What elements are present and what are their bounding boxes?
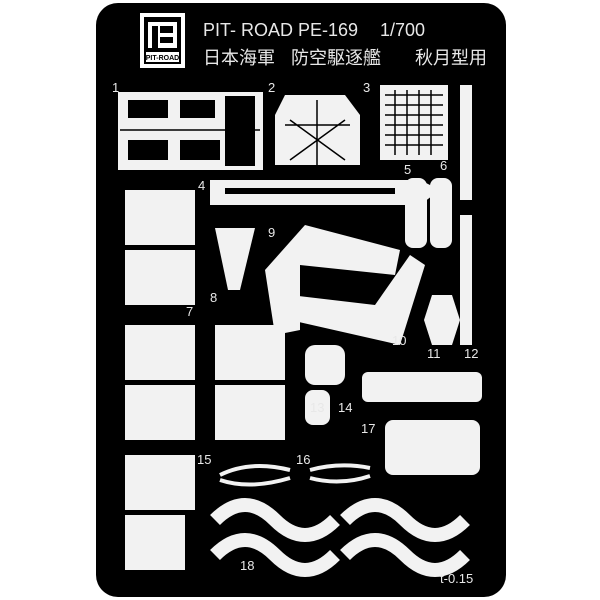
part-label: 9 [268, 225, 275, 240]
part-4 [210, 180, 440, 205]
part-label: 3 [363, 80, 370, 95]
part-label: 2 [268, 80, 275, 95]
part-11 [424, 295, 460, 345]
part-9 [265, 225, 425, 345]
part-label: 14 [338, 400, 352, 415]
subtitle-class: 防空駆逐艦 [291, 48, 381, 68]
part-7 [125, 190, 285, 570]
part-5 [405, 178, 452, 248]
pit-road-logo: PIT-ROAD [140, 13, 185, 68]
part-label: 18 [240, 558, 254, 573]
part-label: 15 [197, 452, 211, 467]
part-2 [275, 95, 360, 165]
subtitle-navy: 日本海軍 [203, 48, 275, 68]
part-17 [385, 420, 480, 475]
part-label: 6 [440, 158, 447, 173]
part-label: 11 [427, 346, 441, 361]
part-14 [362, 372, 482, 402]
part-18 [210, 498, 470, 577]
part-label: 10 [392, 333, 406, 348]
part-label: 1 [112, 80, 119, 95]
part-12 [460, 215, 472, 345]
part-label: 12 [464, 346, 478, 361]
scale: 1/700 [380, 20, 425, 40]
part-3 [380, 85, 448, 160]
part-label: 7 [186, 304, 193, 319]
part-8 [215, 228, 255, 290]
logo-text: PIT-ROAD [146, 55, 179, 62]
part-1 [118, 92, 263, 170]
part-13 [305, 345, 345, 425]
part-label: 5 [404, 162, 411, 177]
part-16 [309, 463, 371, 484]
part-label: 16 [296, 452, 310, 467]
subtitle-use: 秋月型用 [415, 48, 487, 68]
part-6 [460, 85, 472, 200]
thickness-label: t-0.15 [440, 571, 473, 586]
part-label: 8 [210, 290, 217, 305]
title: PIT- ROAD PE-169 [203, 20, 358, 40]
part-label: 4 [198, 178, 205, 193]
part-label: 13 [310, 400, 324, 415]
part-label: 17 [361, 421, 375, 436]
part-number-labels: 1 2 3 4 5 6 7 8 9 10 11 12 13 14 15 16 1… [112, 80, 478, 573]
part-15 [219, 464, 291, 487]
